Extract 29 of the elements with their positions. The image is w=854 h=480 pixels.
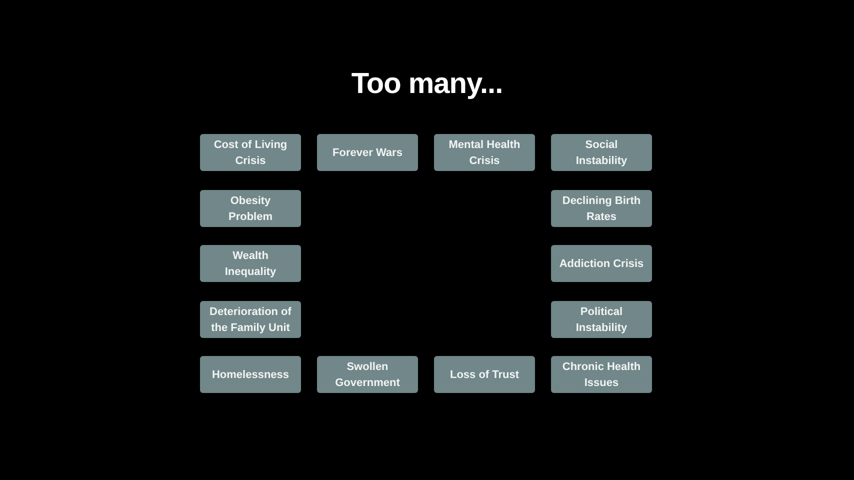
topic-box (551, 134, 652, 171)
topic-box (200, 245, 301, 282)
topic-box (200, 356, 301, 393)
topic-box (434, 356, 535, 393)
topic-label: Social Instability (574, 138, 628, 168)
topic-box (317, 356, 418, 393)
topic-label: Addiction Crisis (559, 256, 644, 272)
topic-box (317, 134, 418, 171)
topic-box (551, 245, 652, 282)
title: Too many... (350, 67, 504, 102)
topic-label: Mental Health Crisis (448, 138, 522, 168)
topic-box (434, 134, 535, 171)
topic-box (200, 190, 301, 227)
topic-label: Forever Wars (332, 146, 402, 160)
topic-label: Obesity Problem (227, 194, 274, 224)
topic-box (551, 356, 652, 393)
topic-label: Cost of Living Crisis (212, 138, 288, 168)
topic-box (200, 301, 301, 338)
topic-box (551, 301, 652, 338)
topic-label: Deterioration of the Family Unit (208, 304, 292, 336)
topic-label: Political Instability (574, 304, 628, 336)
topic-label: Loss of Trust (450, 368, 520, 382)
topic-label: Wealth Inequality (224, 248, 278, 280)
topic-label: Declining Birth Rates (561, 194, 642, 224)
topic-label: Chronic Health Issues (561, 360, 642, 390)
topic-label: Homelessness (212, 368, 290, 382)
topic-label: Swollen Government (334, 360, 401, 390)
topic-box (551, 190, 652, 227)
topic-box (200, 134, 301, 171)
